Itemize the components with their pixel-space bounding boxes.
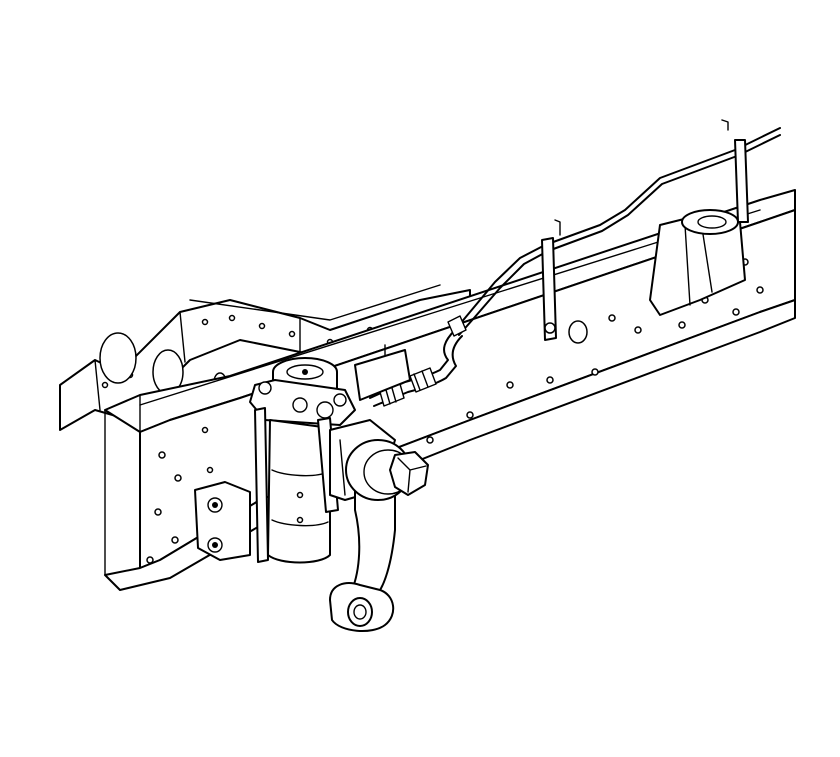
brake-line [454, 119, 781, 341]
spring-hanger-bracket [649, 209, 746, 316]
pitman-arm [329, 439, 429, 632]
gear-mount-bracket [194, 344, 411, 561]
